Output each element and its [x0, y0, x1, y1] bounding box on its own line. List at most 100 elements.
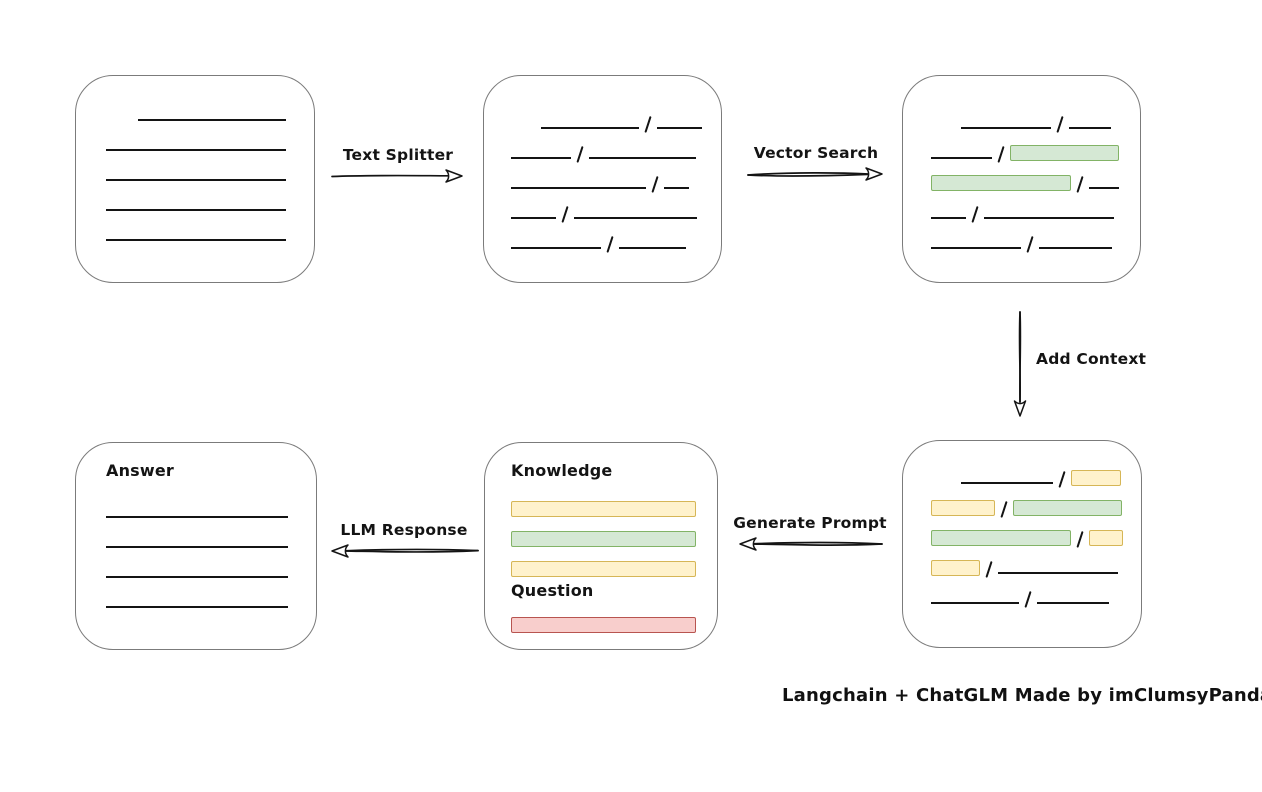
yellow-chunk: [511, 561, 696, 577]
text-line: [574, 217, 698, 219]
box-row: [511, 99, 721, 133]
answer-box: Answer: [75, 442, 317, 650]
text-line: [664, 187, 690, 189]
box-row: [106, 548, 316, 578]
text-splitter-label: Text Splitter: [342, 146, 454, 164]
box-row: Question: [511, 575, 717, 605]
green-chunk: [511, 531, 696, 547]
split-slash: [606, 236, 614, 253]
box-row: [106, 578, 316, 608]
box-row: [106, 91, 314, 121]
text-line: [961, 482, 1053, 484]
box-row: [106, 488, 316, 518]
box-row: [511, 219, 721, 253]
text-line: [106, 576, 288, 578]
box-row: Knowledge: [511, 455, 717, 485]
box-row: [931, 189, 1140, 223]
text-line: [1089, 187, 1120, 189]
box-row: [511, 485, 717, 517]
text-line: [511, 187, 646, 189]
box-row: [106, 151, 314, 181]
text-line: [931, 217, 966, 219]
text-line: [138, 119, 286, 121]
down-arrow-icon: [1013, 311, 1027, 417]
add-context-arrow: Add Context: [1010, 310, 1146, 420]
text-line: [1069, 127, 1112, 129]
yellow-chunk: [931, 500, 995, 516]
box-row: [931, 544, 1141, 578]
text-line: [589, 157, 697, 159]
box-row: [511, 545, 717, 577]
text-line: [1039, 247, 1113, 249]
add-context-label: Add Context: [1036, 350, 1147, 368]
red-chunk: [511, 617, 696, 633]
box-row: [511, 159, 721, 193]
right-arrow-icon: [331, 169, 463, 183]
vector-search-arrow: Vector Search: [746, 144, 886, 184]
box-row: [931, 159, 1140, 193]
box-row: [931, 574, 1141, 608]
box-row: [931, 99, 1140, 133]
text-line: [541, 127, 639, 129]
text-line: [106, 516, 288, 518]
box-row: [106, 181, 314, 211]
text-line: [511, 157, 571, 159]
yellow-chunk: [1089, 530, 1124, 546]
yellow-chunk: [931, 560, 980, 576]
box-label: Knowledge: [511, 460, 613, 480]
text-line: [931, 157, 992, 159]
source-document-box: [75, 75, 315, 283]
split-chunks-box: [483, 75, 722, 283]
text-line: [106, 546, 288, 548]
text-line: [106, 239, 286, 241]
text-line: [106, 179, 286, 181]
llm-response-label: LLM Response: [340, 521, 468, 539]
text-line: [998, 572, 1119, 574]
text-line: [1037, 602, 1110, 604]
box-row: [931, 454, 1141, 488]
box-row: [511, 515, 717, 547]
box-label: Answer: [106, 460, 175, 480]
text-line: [931, 602, 1019, 604]
text-line: [511, 247, 601, 249]
left-arrow-icon: [739, 537, 883, 551]
green-chunk: [931, 175, 1071, 191]
box-row: [931, 129, 1140, 163]
yellow-chunk: [1071, 470, 1122, 486]
vector-matched-box: [902, 75, 1141, 283]
green-chunk: [931, 530, 1071, 546]
vector-search-label: Vector Search: [753, 144, 879, 162]
generate-prompt-label: Generate Prompt: [733, 514, 887, 532]
text-line: [657, 127, 703, 129]
left-arrow-icon: [331, 544, 479, 558]
box-row: [106, 211, 314, 241]
box-row: [511, 605, 717, 633]
box-row: [511, 129, 721, 163]
text-line: [961, 127, 1051, 129]
context-chunks-box: [902, 440, 1142, 648]
text-line: [511, 217, 556, 219]
box-row: [931, 484, 1141, 518]
box-row: [106, 518, 316, 548]
text-line: [619, 247, 687, 249]
box-row: [511, 189, 721, 223]
caption: Langchain + ChatGLM Made by imClumsyPand…: [782, 685, 1262, 706]
text-line: [931, 247, 1021, 249]
green-chunk: [1010, 145, 1120, 161]
box-label: Question: [511, 580, 594, 600]
text-line: [106, 149, 286, 151]
text-line: [106, 606, 288, 608]
text-line: [984, 217, 1115, 219]
box-row: Answer: [106, 452, 316, 488]
yellow-chunk: [511, 501, 696, 517]
green-chunk: [1013, 500, 1123, 516]
box-row: [106, 121, 314, 151]
box-row: [931, 514, 1141, 548]
split-slash: [1024, 591, 1032, 608]
split-slash: [1026, 236, 1034, 253]
box-row: [931, 219, 1140, 253]
generate-prompt-arrow: Generate Prompt: [733, 514, 887, 554]
llm-response-arrow: LLM Response: [328, 521, 480, 561]
